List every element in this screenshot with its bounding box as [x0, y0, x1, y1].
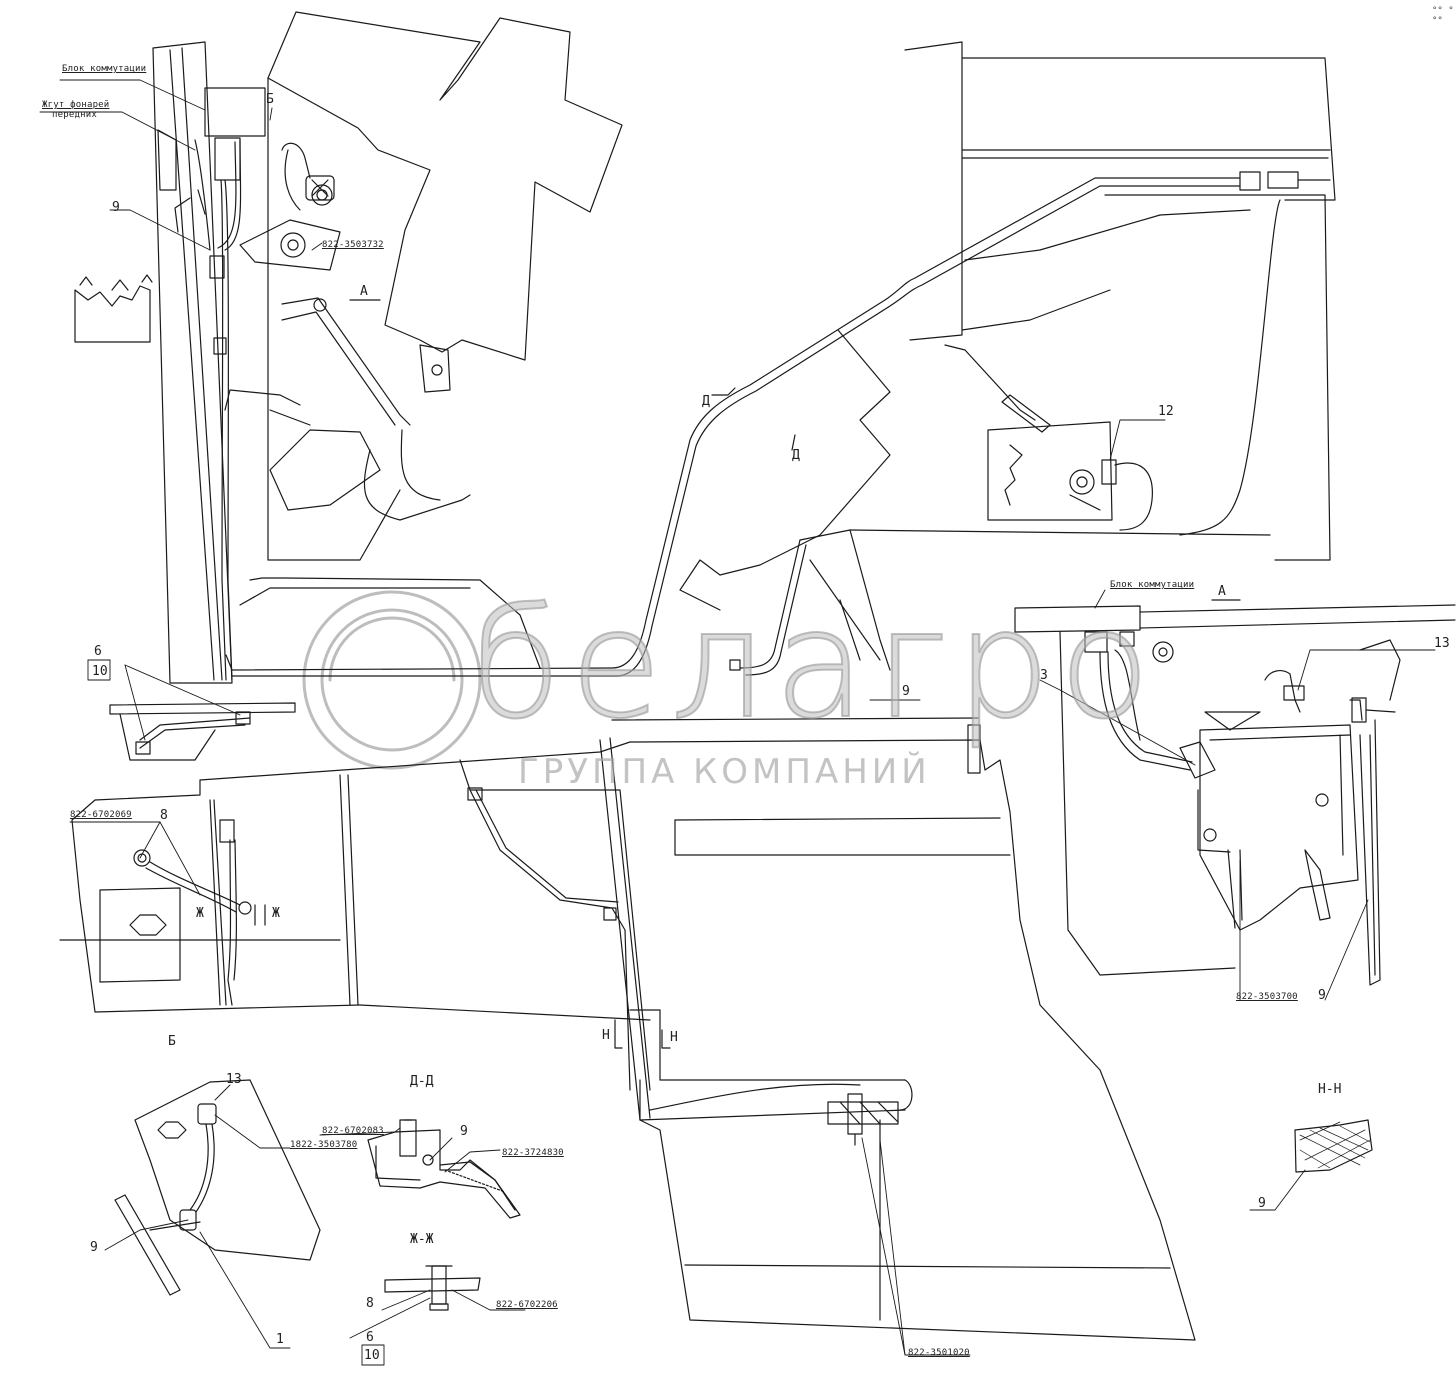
left-small-bracket: [74, 274, 153, 343]
label-blok-right: Блок коммутации: [1110, 580, 1195, 590]
corner-mark: °° °°°: [1432, 6, 1454, 26]
pedal-assembly: [224, 11, 623, 561]
label-9-dd: 9: [460, 1124, 468, 1139]
label-d-arrow-2: Д: [792, 448, 800, 463]
main-harness: [225, 171, 1331, 677]
label-zhgut-1: Жгут фонарей: [42, 100, 110, 110]
label-zh-left: Ж: [196, 906, 204, 921]
section-nn-detail: [1294, 1119, 1373, 1173]
item-12-assembly: [944, 344, 1153, 531]
label-3: 3: [1040, 668, 1048, 683]
label-12: 12: [1158, 404, 1174, 419]
label-8: 8: [160, 808, 168, 823]
label-n-right: Н: [670, 1030, 678, 1045]
label-13-bottom: 13: [226, 1072, 242, 1087]
right-blok-area: [1014, 604, 1456, 986]
label-nn-title: Н-Н: [1318, 1082, 1342, 1097]
leader-lines: [39, 79, 1436, 1356]
left-lower-frame: [59, 702, 361, 1013]
label-a-top: А: [360, 284, 368, 299]
label-dd-title: Д-Д: [410, 1074, 434, 1089]
label-part-2069: 822-6702069: [70, 810, 132, 820]
section-zhzh-detail: [384, 1265, 481, 1311]
label-d-arrow-1: Д: [702, 394, 710, 409]
upper-right-panel: [904, 41, 1336, 561]
left-pillar: [152, 41, 266, 684]
label-boxes: [87, 659, 385, 1366]
label-part-2206: 822-6702206: [496, 1300, 558, 1310]
label-9-left: 9: [112, 200, 120, 215]
label-b-section: Б: [168, 1034, 176, 1049]
label-zhgut-2: передних: [52, 110, 97, 120]
section-dd-detail: [367, 1119, 521, 1219]
label-1: 1: [276, 1332, 284, 1347]
label-part-3732: 822-3503732: [322, 240, 384, 250]
section-b-detail: [114, 1079, 321, 1296]
label-n-left: Н: [602, 1028, 610, 1043]
watermark-subtitle: ГРУППА КОМПАНИЙ: [518, 752, 931, 792]
label-part-1020: 822-3501020: [908, 1348, 970, 1358]
label-b-top: Б: [266, 92, 274, 107]
label-9-mid: 9: [902, 684, 910, 699]
label-a-right: А: [1218, 584, 1226, 599]
label-9-nn: 9: [1258, 1196, 1266, 1211]
label-9-right: 9: [1318, 988, 1326, 1003]
section-arrows: [254, 299, 1241, 1049]
label-part-3700: 822-3503700: [1236, 992, 1298, 1002]
label-zhzh-title: Ж-Ж: [410, 1232, 434, 1247]
label-blok-left: Блок коммутации: [62, 64, 147, 74]
label-part-3780: 1822-3503780: [290, 1140, 358, 1150]
watermark-logo-text: белагро: [469, 577, 1159, 753]
label-part-4830: 822-3724830: [502, 1148, 564, 1158]
center-lower-body: [199, 659, 1196, 1341]
label-10-zz: 10: [364, 1348, 380, 1363]
label-6-zz: 6: [366, 1330, 374, 1345]
label-8-zz: 8: [366, 1296, 374, 1311]
sensor-3732: [217, 139, 335, 251]
watermark-logo-circle: [302, 590, 482, 770]
label-6: 6: [94, 644, 102, 659]
label-13-right: 13: [1434, 636, 1450, 651]
label-10: 10: [92, 664, 108, 679]
label-zh-right: Ж: [272, 906, 280, 921]
right-wire-run: [679, 329, 1271, 676]
label-part-2083: 822-6702083: [322, 1126, 384, 1136]
label-9-bl: 9: [90, 1240, 98, 1255]
